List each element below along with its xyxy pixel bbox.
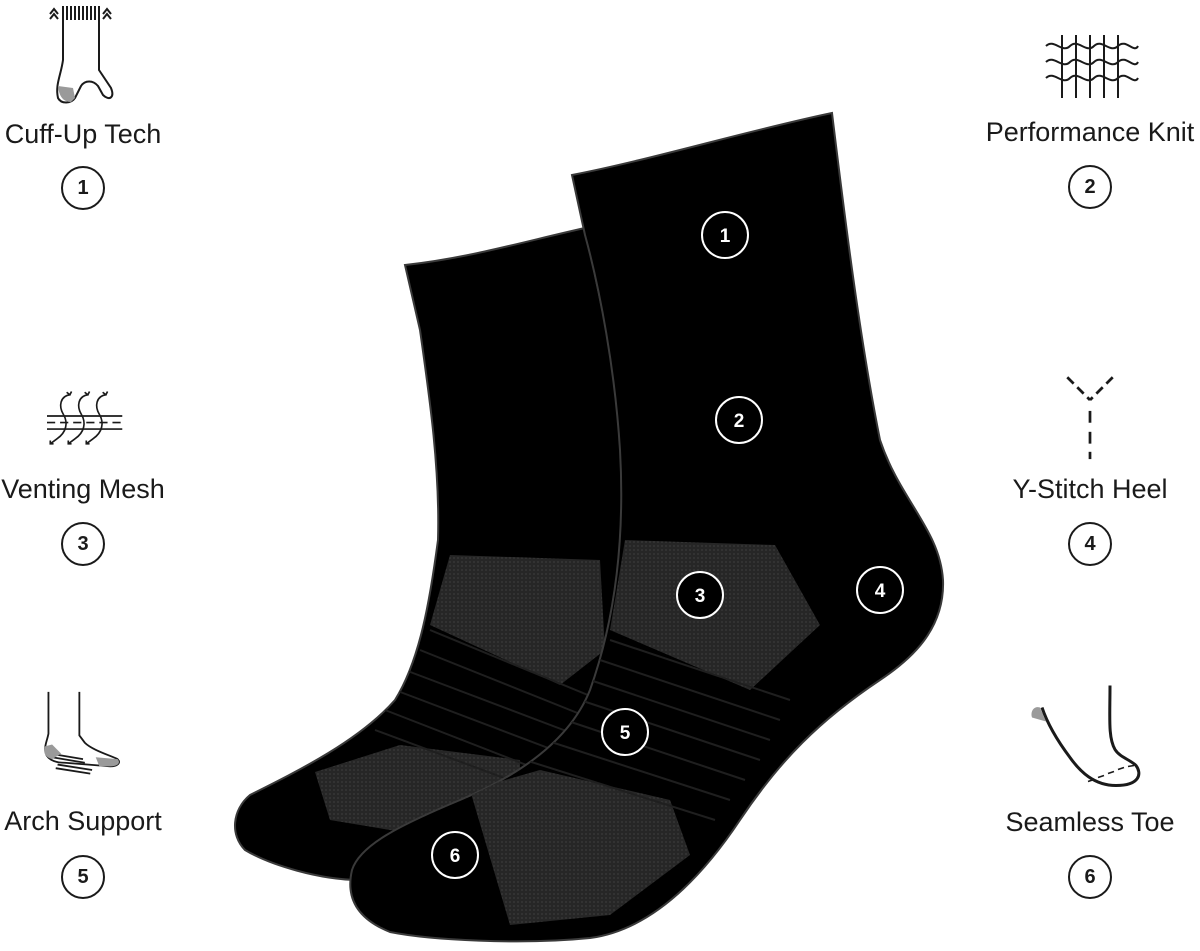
sock-marker-5-label: 5 — [620, 723, 631, 744]
feature-performance-knit: Performance Knit 2 — [970, 0, 1200, 215]
arch-support-sock-icon — [44, 691, 120, 775]
sock-marker-4-label: 4 — [875, 581, 886, 602]
feature-4-label: Y-Stitch Heel — [1012, 474, 1168, 504]
sock-marker-3: 3 — [676, 571, 724, 619]
feature-4-number-badge: 4 — [1068, 522, 1112, 566]
front-sock — [349, 111, 945, 943]
sock-marker-4: 4 — [856, 566, 904, 614]
feature-3-number-badge: 3 — [61, 522, 105, 566]
feature-3-label: Venting Mesh — [1, 474, 165, 504]
knit-pattern-icon — [1045, 35, 1139, 98]
sock-marker-3-label: 3 — [695, 586, 706, 607]
sock-marker-2: 2 — [715, 396, 763, 444]
feature-1-number-badge: 1 — [61, 166, 105, 210]
sock-marker-2-label: 2 — [734, 411, 745, 432]
feature-arch-support: Arch Support 5 — [0, 690, 203, 905]
feature-venting-mesh: Venting Mesh 3 — [0, 380, 203, 570]
feature-1-label: Cuff-Up Tech — [4, 119, 162, 149]
feature-2-number-badge: 2 — [1068, 165, 1112, 209]
sock-marker-1-label: 1 — [720, 226, 731, 247]
sock-marker-6: 6 — [431, 831, 479, 879]
sock-marker-5: 5 — [601, 708, 649, 756]
feature-6-number-badge: 6 — [1068, 855, 1112, 899]
feature-cuff-up-tech: Cuff-Up Tech 1 — [0, 0, 203, 215]
feature-5-label: Arch Support — [4, 806, 162, 836]
cuff-up-sock-icon — [49, 6, 114, 104]
feature-seamless-toe: Seamless Toe 6 — [970, 675, 1200, 905]
sock-marker-1: 1 — [701, 211, 749, 259]
feature-2-label: Performance Knit — [985, 117, 1195, 147]
y-stitch-icon — [1066, 376, 1114, 460]
seamless-toe-icon — [1031, 685, 1141, 788]
sock-marker-6-label: 6 — [450, 846, 461, 867]
feature-6-label: Seamless Toe — [1005, 807, 1175, 837]
feature-y-stitch-heel: Y-Stitch Heel 4 — [970, 370, 1200, 570]
feature-5-number-badge: 5 — [61, 855, 105, 899]
airflow-mesh-icon — [47, 391, 123, 445]
